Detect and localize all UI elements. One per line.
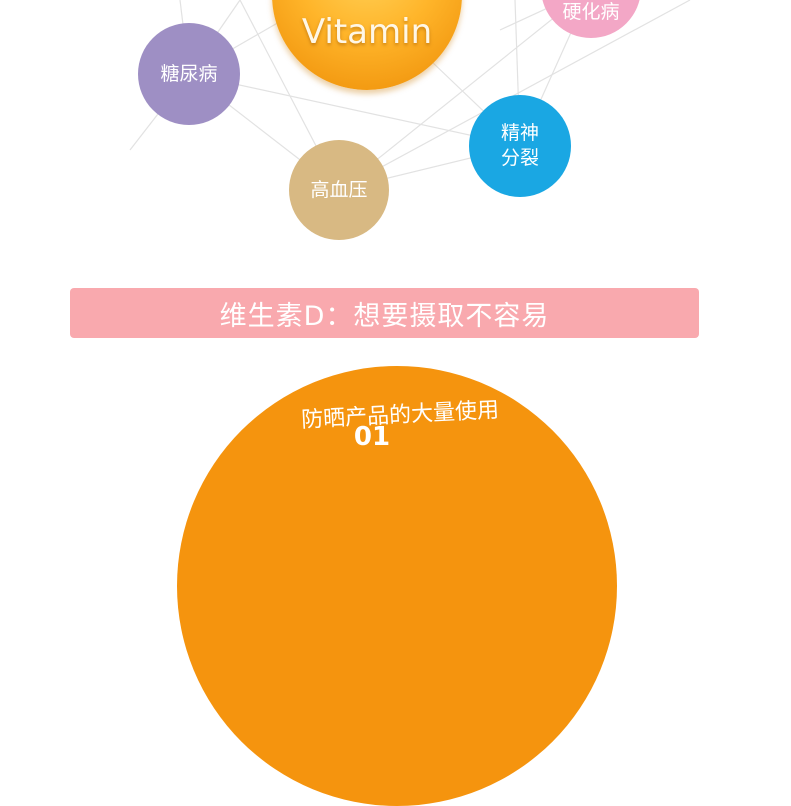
banner-title: 维生素D：想要摄取不容易: [219, 300, 550, 332]
section-banner: 维生素D：想要摄取不容易: [70, 288, 699, 338]
vitamin-label: Vitamin: [301, 12, 433, 52]
section-number: 01: [353, 422, 391, 452]
node-schizophrenia: 精神分裂: [469, 95, 571, 197]
node-schizophrenia-label: 精神分裂: [500, 122, 539, 169]
node-hypertension: 高血压: [289, 140, 389, 240]
node-diabetes: 糖尿病: [138, 23, 240, 125]
